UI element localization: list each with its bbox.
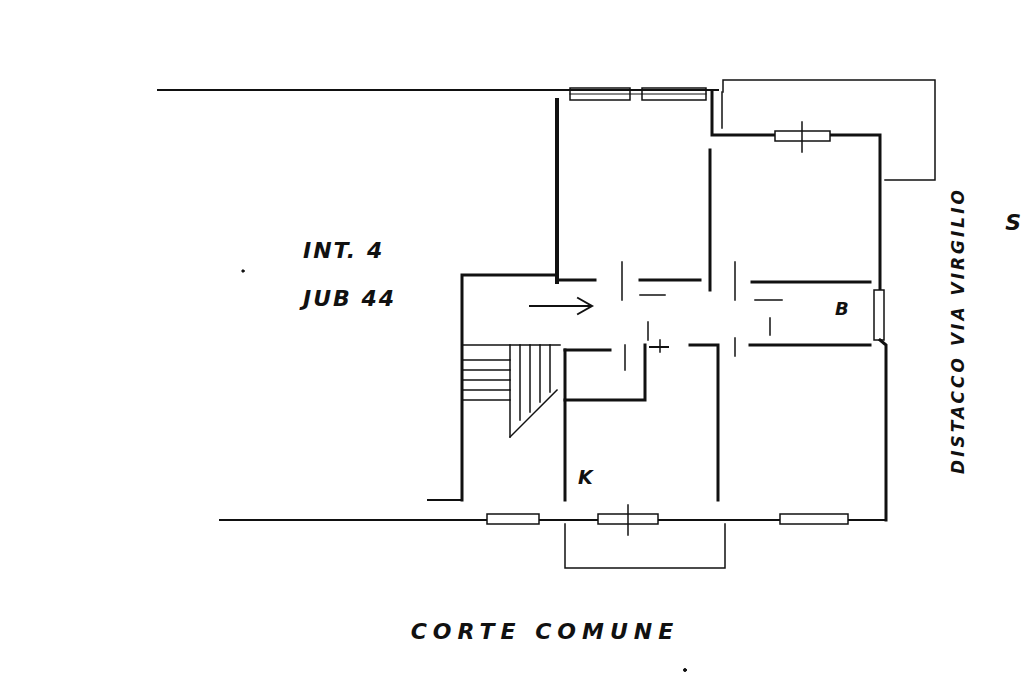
unit-code: JUB 44 bbox=[303, 288, 396, 310]
apartment-number: INT. 4 bbox=[303, 240, 384, 262]
room-letter: B bbox=[835, 300, 849, 318]
compass-letter: S bbox=[1005, 212, 1021, 234]
room-letter: K bbox=[578, 468, 593, 487]
courtyard-label: CORTE COMUNE bbox=[411, 621, 680, 643]
boundary-note: DISTACCO VIA VIRGILIO bbox=[950, 187, 967, 474]
